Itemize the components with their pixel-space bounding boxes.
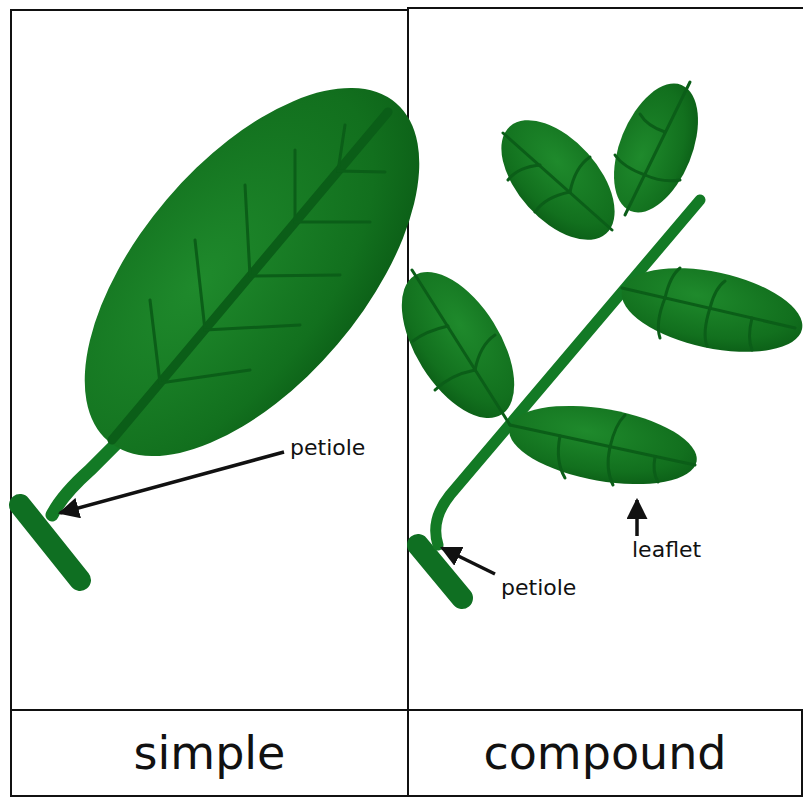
leader-arrow (442, 548, 495, 574)
leaf-type-label: compound (483, 726, 726, 780)
panel-frame (408, 8, 803, 710)
leaf-type-label: simple (134, 726, 286, 780)
table-cell: simple (10, 709, 409, 797)
compound-leaf (379, 71, 803, 598)
part-label: petiole (499, 576, 578, 600)
leader-arrow (635, 500, 639, 536)
leader-arrow (60, 452, 284, 513)
part-label: leaflet (630, 538, 703, 562)
table-cell: compound (407, 709, 803, 797)
part-label: petiole (288, 436, 367, 460)
